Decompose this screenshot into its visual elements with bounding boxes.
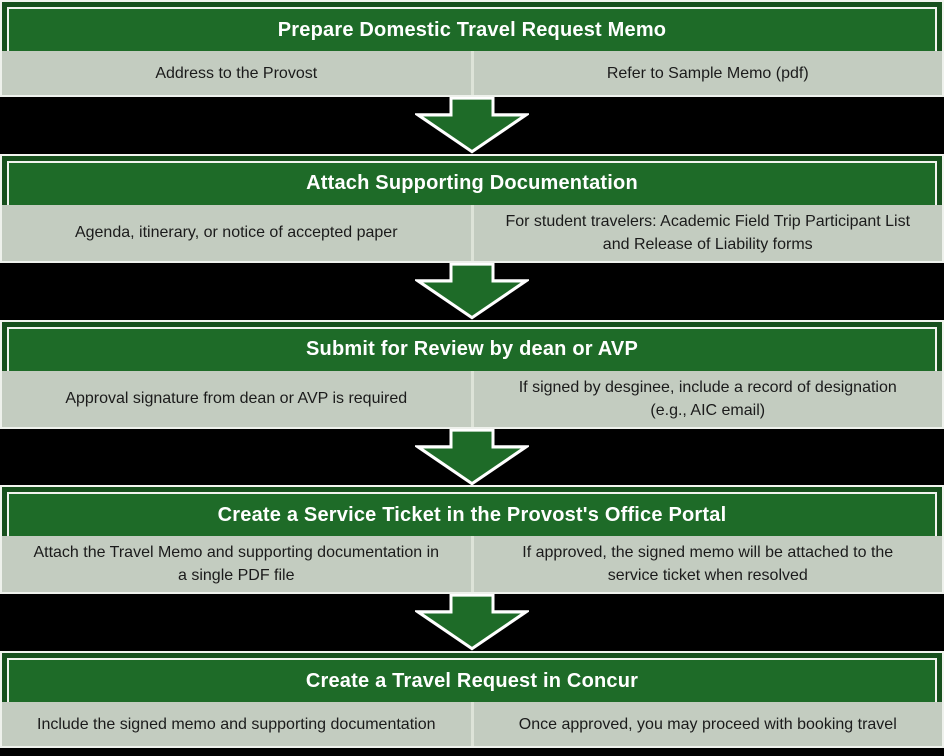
connector-row (0, 428, 944, 486)
step-detail-right: If approved, the signed memo will be att… (522, 544, 894, 585)
process-step-5: Create a Travel Request in Concur Includ… (0, 651, 944, 748)
process-step-4: Create a Service Ticket in the Provost's… (0, 485, 944, 595)
down-arrow-icon (415, 594, 529, 651)
step-detail-row: Address to the Provost Refer to Sample M… (0, 51, 944, 97)
down-arrow-icon (415, 428, 529, 486)
process-step-3: Submit for Review by dean or AVP Approva… (0, 319, 944, 429)
step-header-bar: Attach Supporting Documentation (0, 153, 944, 205)
process-step-2: Attach Supporting Documentation Agenda, … (0, 153, 944, 263)
step-header-bar: Create a Travel Request in Concur (0, 651, 944, 702)
bottom-spacer (0, 748, 944, 756)
step-detail-right: If signed by desginee, include a record … (518, 378, 897, 419)
step-detail-row: Approval signature from dean or AVP is r… (0, 370, 944, 429)
column-divider (470, 702, 474, 746)
down-arrow-icon (415, 262, 529, 320)
connector-row (0, 97, 944, 154)
step-title: Prepare Domestic Travel Request Memo (7, 7, 937, 51)
step-detail-left: Agenda, itinerary, or notice of accepted… (74, 224, 398, 242)
column-divider (470, 536, 474, 593)
column-divider (470, 51, 474, 95)
step-detail-right: Refer to Sample Memo (pdf) (606, 64, 809, 82)
step-header-bar: Prepare Domestic Travel Request Memo (0, 0, 944, 51)
step-header-bar: Submit for Review by dean or AVP (0, 319, 944, 371)
step-detail-left: Include the signed memo and supporting d… (37, 715, 436, 733)
step-detail-left: Approval signature from dean or AVP is r… (65, 390, 408, 407)
step-detail-row: Attach the Travel Memo and supporting do… (0, 536, 944, 595)
step-detail-row: Agenda, itinerary, or notice of accepted… (0, 204, 944, 263)
down-arrow-icon (415, 97, 529, 154)
step-detail-right: For student travelers: Academic Field Tr… (505, 212, 911, 253)
step-title: Create a Travel Request in Concur (7, 658, 937, 702)
step-title: Create a Service Ticket in the Provost's… (7, 492, 937, 537)
column-divider (470, 370, 474, 427)
column-divider (470, 204, 474, 261)
step-detail-right: Once approved, you may proceed with book… (518, 715, 897, 733)
step-header-bar: Create a Service Ticket in the Provost's… (0, 485, 944, 537)
step-detail-row: Include the signed memo and supporting d… (0, 702, 944, 748)
process-step-1: Prepare Domestic Travel Request Memo Add… (0, 0, 944, 97)
connector-row (0, 594, 944, 651)
step-detail-left: Address to the Provost (155, 64, 318, 82)
step-detail-left: Attach the Travel Memo and supporting do… (33, 544, 440, 585)
step-title: Submit for Review by dean or AVP (7, 326, 937, 371)
connector-row (0, 262, 944, 320)
step-title: Attach Supporting Documentation (7, 160, 937, 205)
